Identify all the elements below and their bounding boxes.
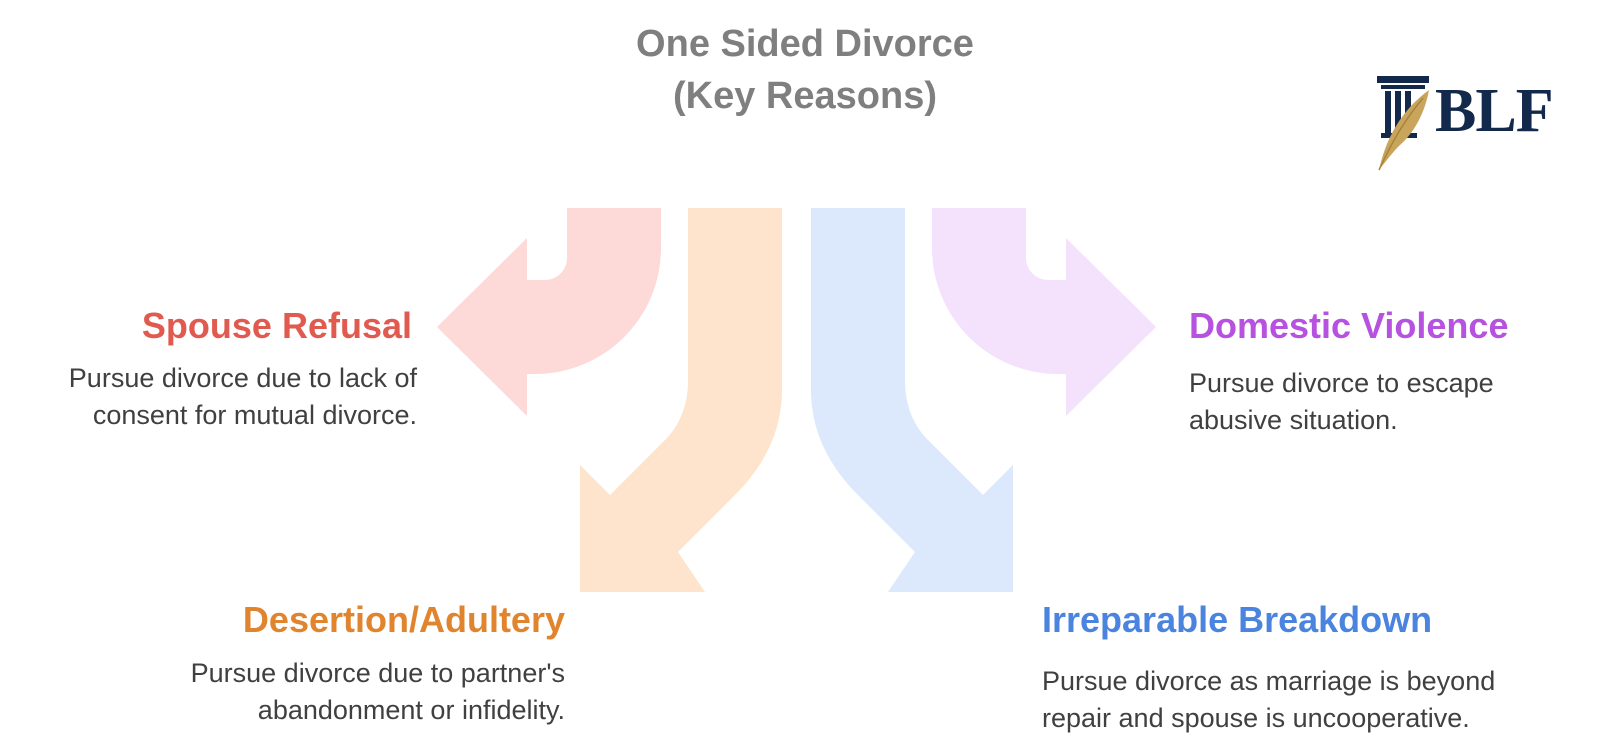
description-line: Pursue divorce due to partner's [190,658,565,688]
arrow-spouse-refusal [437,208,661,416]
arrow-irreparable-breakdown [811,208,1013,592]
description-line: Pursue divorce as marriage is beyond [1042,666,1496,696]
description-line: abusive situation. [1189,405,1398,435]
heading-desertion-adultery: Desertion/Adultery [242,599,565,640]
arrow-desertion-adultery [580,208,782,592]
heading-domestic-violence: Domestic Violence [1189,305,1509,346]
description-line: repair and spouse is uncooperative. [1042,703,1470,733]
description-domestic-violence: Pursue divorce to escape abusive situati… [1189,365,1569,439]
heading-spouse-refusal: Spouse Refusal [141,305,412,346]
description-line: Pursue divorce to escape [1189,368,1494,398]
logo-text: BLF [1435,77,1554,145]
description-line: abandonment or infidelity. [257,695,565,725]
description-line: Pursue divorce due to lack of [68,363,417,393]
title-line-1: One Sided Divorce [636,23,974,65]
description-spouse-refusal: Pursue divorce due to lack of consent fo… [0,360,417,434]
description-irreparable-breakdown: Pursue divorce as marriage is beyond rep… [1042,663,1582,737]
description-desertion-adultery: Pursue divorce due to partner's abandonm… [105,655,565,729]
arrow-domestic-violence [932,208,1156,416]
heading-irreparable-breakdown: Irreparable Breakdown [1042,599,1433,640]
description-line: consent for mutual divorce. [92,400,417,430]
company-logo: BLF [1377,72,1562,174]
pillar-feather-icon [1377,76,1429,171]
title-line-2: (Key Reasons) [673,75,937,117]
diagram-title: One Sided Divorce (Key Reasons) [500,18,1110,122]
